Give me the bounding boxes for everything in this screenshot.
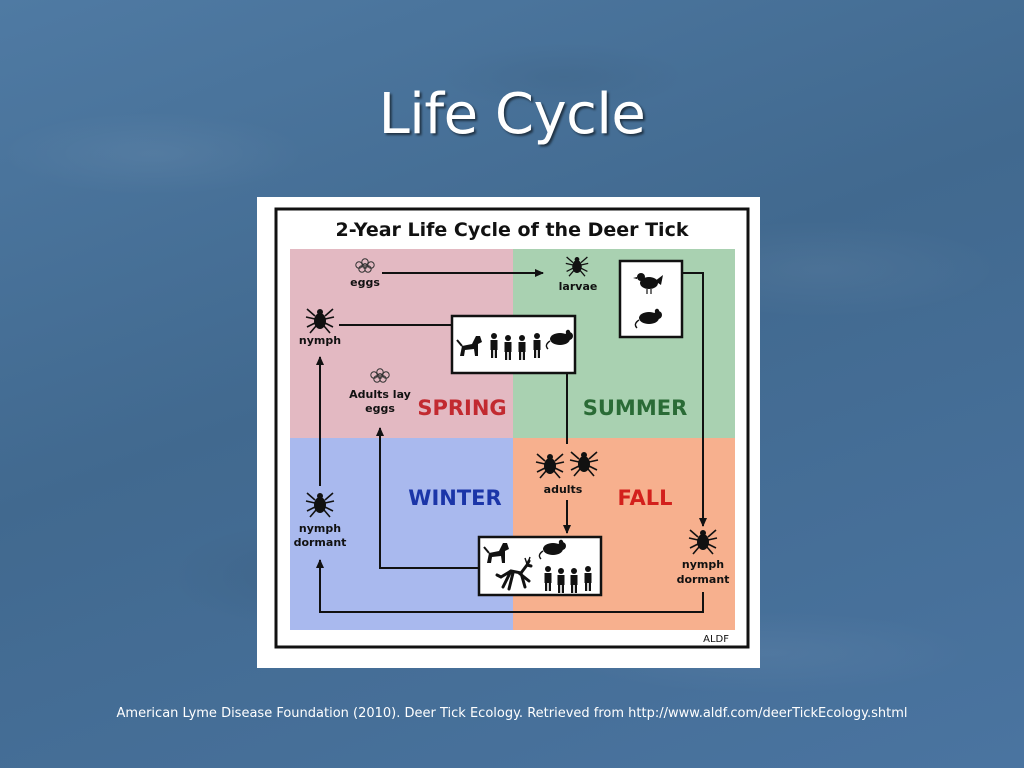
season-label-spring: SPRING: [417, 396, 506, 420]
stage-label-nymph-dormant-right-1: nymph: [682, 558, 724, 571]
stage-label-adults: adults: [544, 483, 583, 496]
winter-quadrant: [290, 438, 513, 630]
life-cycle-diagram: 2-Year Life Cycle of the Deer Tick SPRIN…: [257, 197, 760, 668]
season-label-fall: FALL: [618, 486, 673, 510]
stage-label-adults-lay-eggs: eggs: [365, 402, 395, 415]
diagram-title: 2-Year Life Cycle of the Deer Tick: [336, 219, 689, 241]
slide-title: Life Cycle: [378, 82, 646, 147]
stage-label-nymph-dormant-left-1: nymph: [299, 522, 341, 535]
nymph-host-box: [450, 314, 577, 375]
season-label-winter: WINTER: [408, 486, 501, 510]
stage-label-eggs: eggs: [350, 276, 380, 289]
larvae-host-box: [618, 259, 684, 339]
adult-host-box: [477, 535, 603, 597]
stage-label-nymph-dormant-right-2: dormant: [677, 573, 730, 586]
stage-label-nymph: nymph: [299, 334, 341, 347]
stage-label-larvae: larvae: [559, 280, 598, 293]
source-caption: American Lyme Disease Foundation (2010).…: [116, 706, 908, 721]
arrow-summer-to-nymph-dormant: [682, 272, 707, 527]
stage-label-adults-lay: Adults lay: [349, 388, 411, 401]
stage-label-nymph-dormant-left-2: dormant: [294, 536, 347, 549]
diagram-credit: ALDF: [703, 634, 729, 645]
cycle-arrows: [316, 269, 707, 613]
season-label-summer: SUMMER: [583, 396, 688, 420]
arrow-dormant-right-to-left: [316, 559, 704, 613]
arrow-hosts-to-lay-eggs: [376, 427, 479, 569]
